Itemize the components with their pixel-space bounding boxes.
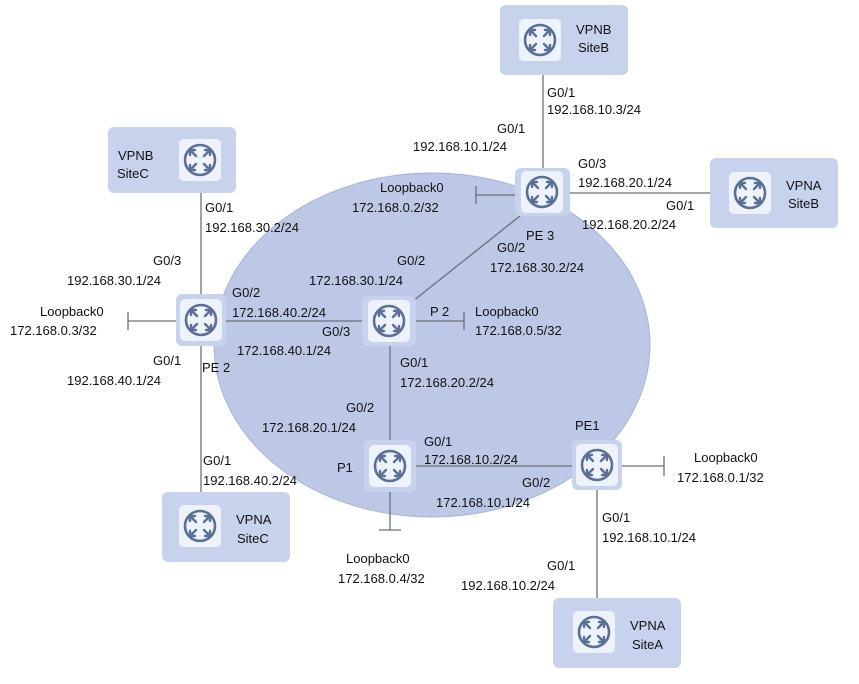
if-label: G0/1 [497, 121, 525, 136]
router-p1[interactable]: P1 [337, 440, 416, 492]
ip-label: 172.168.0.5/32 [475, 323, 562, 338]
if-label: G0/2 [346, 400, 374, 415]
site-name-vpnb-siteb: VPNB [576, 22, 611, 37]
if-label: G0/1 [153, 353, 181, 368]
loopback-label: Loopback0 [475, 304, 539, 319]
ip-label: 172.168.0.3/32 [10, 323, 97, 338]
ip-label: 192.168.20.1/24 [578, 175, 672, 190]
loopback-label: Loopback0 [40, 304, 104, 319]
if-label: G0/1 [666, 198, 694, 213]
router-pe3[interactable]: PE 3 [515, 168, 570, 243]
if-label: G0/1 [424, 434, 452, 449]
router-icon [177, 137, 223, 183]
if-label: G0/3 [578, 156, 606, 171]
router-name-p1: P1 [337, 460, 353, 475]
router-icon [366, 298, 412, 344]
site-vpna-sitea[interactable]: VPNA SiteA [553, 598, 681, 668]
router-icon [727, 170, 773, 216]
if-label: G0/1 [547, 558, 575, 573]
site-label-vpna-sitec: SiteC [237, 531, 269, 546]
site-name-vpnb-sitec: VPNB [118, 148, 153, 163]
ip-label: 192.168.40.2/24 [203, 473, 297, 488]
router-icon [178, 297, 224, 343]
loopback-label: Loopback0 [694, 450, 758, 465]
site-label-vpna-siteb: SiteB [788, 196, 819, 211]
router-icon [519, 169, 565, 215]
site-vpna-sitec[interactable]: VPNA SiteC [162, 492, 290, 562]
ip-label: 192.168.10.1/24 [602, 530, 696, 545]
ip-label: 172.168.10.2/24 [424, 452, 518, 467]
if-label: G0/2 [522, 475, 550, 490]
ip-label: 192.168.30.2/24 [205, 220, 299, 235]
router-name-pe3: PE 3 [526, 228, 554, 243]
router-icon [177, 503, 223, 549]
ip-label: 192.168.10.1/24 [413, 139, 507, 154]
if-label: G0/2 [397, 253, 425, 268]
ip-label: 172.168.0.1/32 [677, 470, 764, 485]
site-vpnb-siteb[interactable]: VPNB SiteB [500, 5, 628, 75]
loopback-label: Loopback0 [380, 180, 444, 195]
router-icon [571, 609, 617, 655]
site-vpna-siteb[interactable]: VPNA SiteB [710, 158, 838, 228]
links [127, 75, 710, 598]
ip-label: 172.168.0.2/32 [352, 200, 439, 215]
site-label-vpnb-siteb: SiteB [578, 40, 609, 55]
ip-label: 192.168.30.1/24 [67, 273, 161, 288]
site-name-vpna-siteb: VPNA [786, 178, 822, 193]
ip-label: 172.168.40.1/24 [237, 343, 331, 358]
site-name-vpna-sitec: VPNA [236, 512, 272, 527]
ip-label: 172.168.30.2/24 [490, 260, 584, 275]
ip-label: 172.168.30.1/24 [309, 273, 403, 288]
link-pe3-p2 [407, 211, 526, 306]
ip-label: 192.168.20.2/24 [582, 217, 676, 232]
ip-label: 172.168.0.4/32 [338, 571, 425, 586]
if-label: G0/2 [497, 240, 525, 255]
if-label: G0/1 [547, 85, 575, 100]
if-label: G0/1 [400, 355, 428, 370]
site-vpnb-sitec[interactable]: VPNB SiteC [108, 127, 236, 193]
router-icon [574, 442, 620, 488]
interface-labels: G0/1 192.168.10.3/24 G0/1 192.168.10.1/2… [10, 85, 764, 593]
router-p2[interactable]: P 2 [362, 296, 449, 346]
ip-label: 192.168.40.1/24 [67, 373, 161, 388]
ip-label: 192.168.10.2/24 [461, 578, 555, 593]
site-label-vpna-sitea: SiteA [632, 637, 663, 652]
ip-label: 172.168.20.2/24 [400, 375, 494, 390]
ip-label: 172.168.10.1/24 [436, 495, 530, 510]
ip-label: 192.168.10.3/24 [547, 102, 641, 117]
router-pe1[interactable]: PE1 [572, 418, 622, 490]
if-label: G0/1 [203, 453, 231, 468]
if-label: G0/1 [602, 510, 630, 525]
router-pe2[interactable]: PE 2 [176, 294, 230, 375]
router-name-pe2: PE 2 [202, 360, 230, 375]
loopback-label: Loopback0 [346, 551, 410, 566]
router-icon [517, 17, 563, 63]
router-name-pe1: PE1 [575, 418, 600, 433]
router-name-p2: P 2 [430, 304, 449, 319]
site-label-vpnb-sitec: SiteC [117, 166, 149, 181]
if-label: G0/3 [322, 324, 350, 339]
if-label: G0/2 [232, 285, 260, 300]
ip-label: 172.168.40.2/24 [232, 305, 326, 320]
if-label: G0/3 [153, 253, 181, 268]
if-label: G0/1 [205, 200, 233, 215]
ip-label: 172.168.20.1/24 [262, 420, 356, 435]
router-icon [367, 443, 413, 489]
site-name-vpna-sitea: VPNA [630, 618, 666, 633]
